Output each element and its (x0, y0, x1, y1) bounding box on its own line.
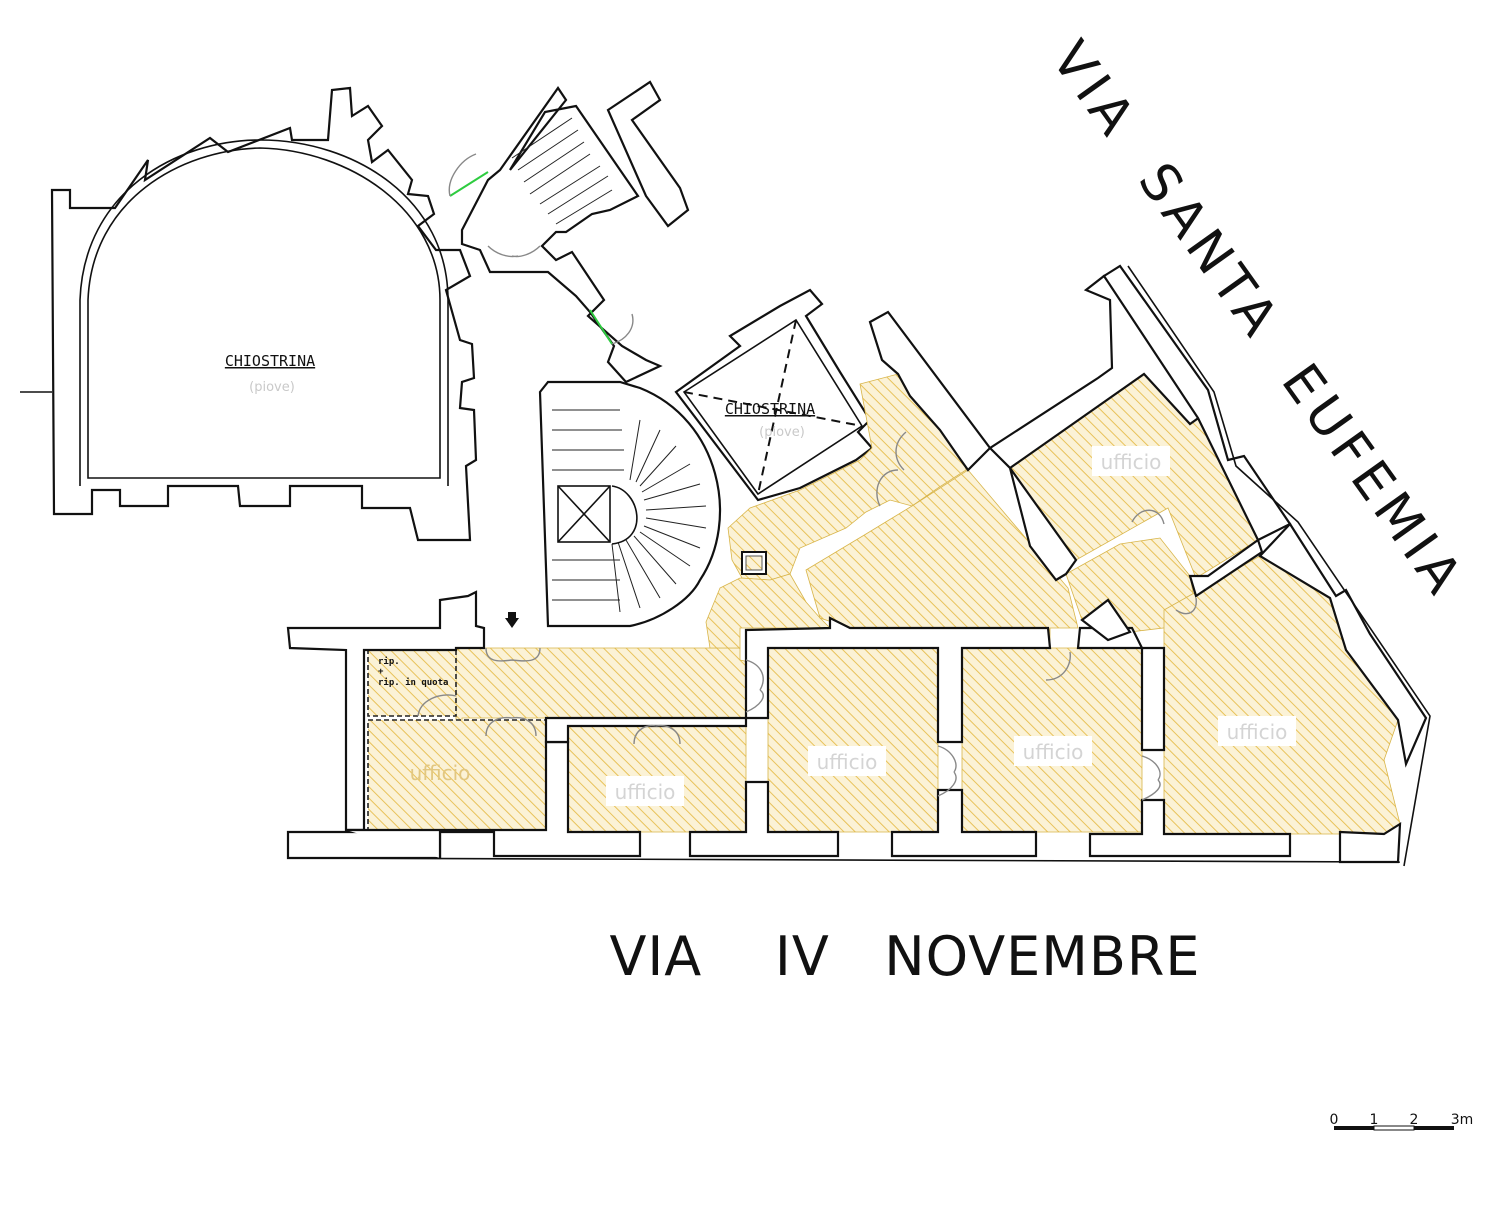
fixtures (505, 551, 767, 628)
office-label-c: ufficio (1014, 736, 1092, 766)
spiral-stair (552, 409, 707, 613)
office-label-a: ufficio (606, 776, 684, 806)
office-label-ne: ufficio (1092, 446, 1170, 476)
courtyard-left: CHIOSTRINA (piove) (20, 86, 478, 542)
elevator (557, 485, 611, 543)
scale-tick-2: 2 (1410, 1112, 1419, 1128)
scale-tick-0: 0 (1330, 1112, 1339, 1128)
door-north-1[interactable] (487, 245, 541, 258)
courtyard-left-inner (87, 147, 441, 479)
office-label-dashed: ufficio (410, 761, 471, 785)
office-label-b: ufficio (808, 746, 886, 776)
office-b (767, 647, 939, 833)
south-block-walls (286, 590, 1402, 864)
office-d (1163, 555, 1401, 835)
courtyard-center: CHIOSTRINA (piove) (674, 288, 874, 502)
east-block-walls (868, 264, 1431, 867)
svg-text:ufficio: ufficio (615, 780, 676, 804)
svg-text:ufficio: ufficio (1023, 740, 1084, 764)
office-label-d: ufficio (1218, 716, 1296, 746)
storage-label-1: rip. (378, 656, 400, 667)
courtyard-left-title: CHIOSTRINA (225, 352, 315, 370)
svg-text:ufficio: ufficio (1101, 450, 1162, 474)
courtyard-center-note: (piove) (759, 425, 805, 440)
entrance-arrow-icon (505, 618, 519, 628)
door-entrance[interactable] (485, 647, 541, 662)
scale-bar: 0 1 2 3m (1330, 1112, 1474, 1131)
svg-text:ufficio: ufficio (1227, 720, 1288, 744)
storage-label-3: rip. in quota (378, 677, 448, 688)
street-south: VIA IV NOVEMBRE (609, 925, 1200, 988)
north-stair (511, 117, 613, 225)
north-stair-block (448, 80, 690, 384)
courtyard-left-walls (50, 86, 478, 542)
scale-tick-1: 1 (1370, 1112, 1379, 1128)
scale-tick-3: 3m (1451, 1112, 1474, 1128)
labels: ufficio ufficio ufficio ufficio ufficio … (378, 446, 1296, 806)
doors (417, 431, 1197, 801)
landing (705, 573, 831, 649)
courtyard-center-title: CHIOSTRINA (725, 400, 815, 418)
courtyard-left-note: (piove) (249, 380, 295, 395)
svg-text:ufficio: ufficio (817, 750, 878, 774)
storage-label-2: + (378, 667, 384, 677)
central-stair (538, 380, 722, 628)
